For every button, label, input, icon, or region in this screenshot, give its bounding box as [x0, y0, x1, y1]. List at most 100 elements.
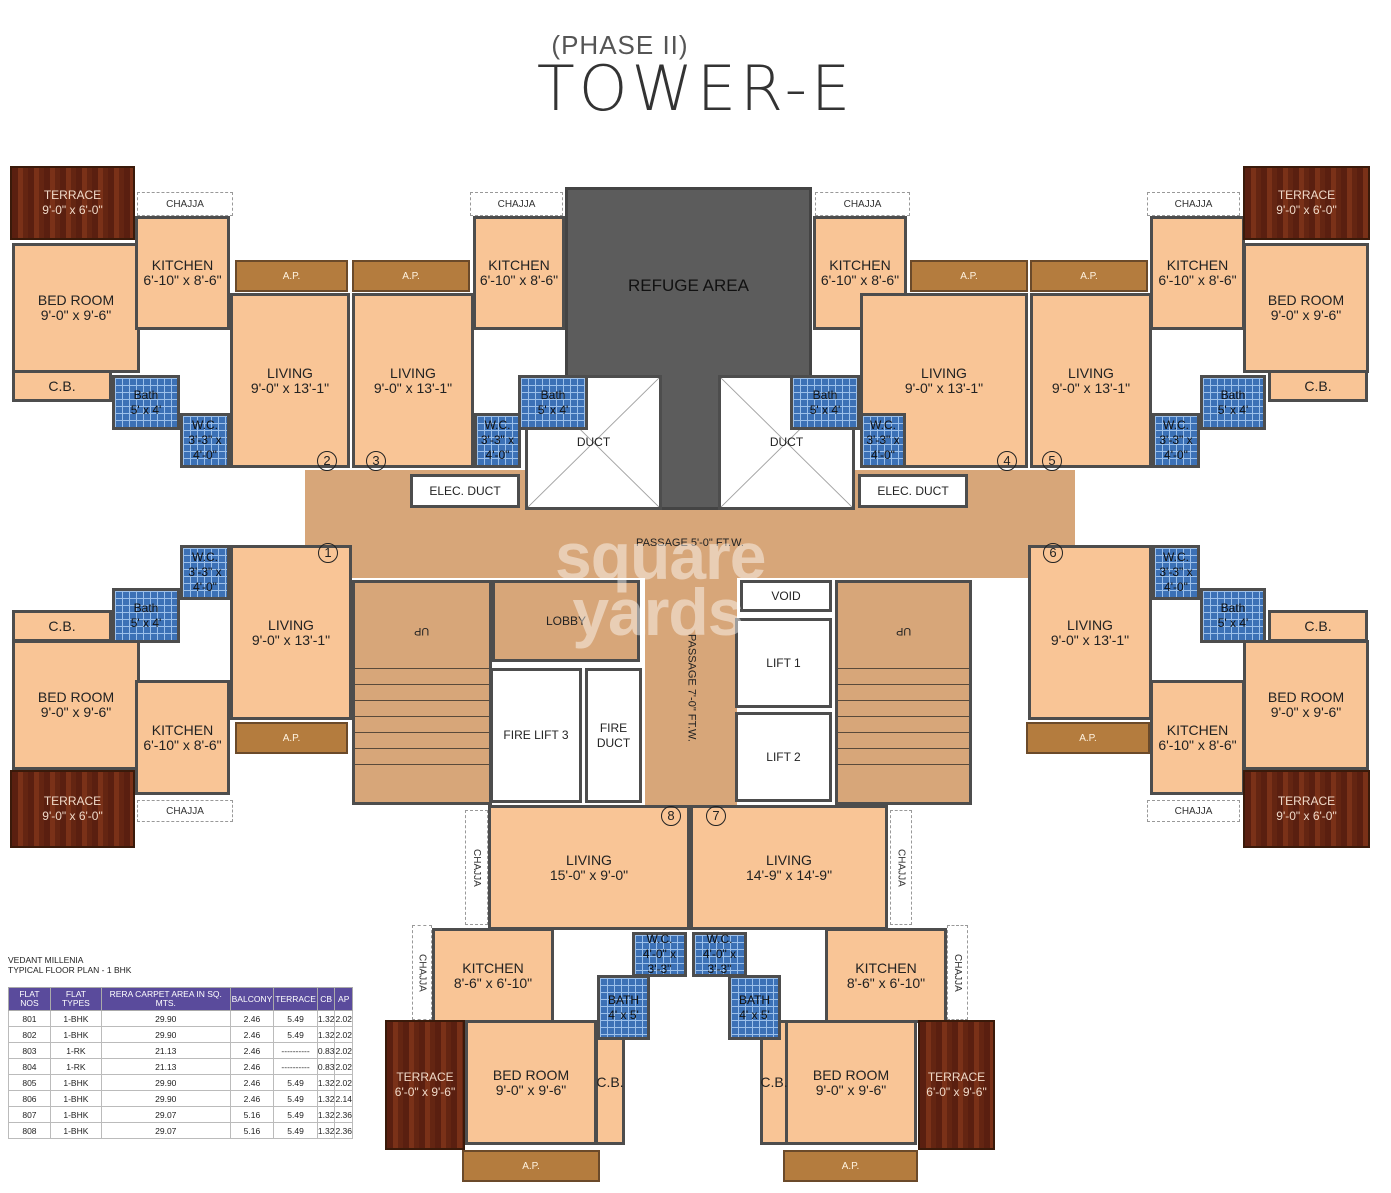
table-cell: 2.46 [229, 1074, 275, 1091]
table-cell: 805 [8, 1074, 51, 1091]
flat-number-4: 4 [997, 451, 1017, 471]
room-dim: 9'-0" x 6'-0" [42, 809, 103, 823]
room-name: Bath [1220, 600, 1246, 615]
room-dim: 9'-0" x 9'-6" [40, 704, 112, 720]
table-cell: 1.32 [316, 1026, 336, 1043]
room-dim: 6'-10" x 8'-6" [820, 272, 900, 288]
room-dim: 4' x 5' [739, 1007, 770, 1022]
watermark: square yards [555, 519, 766, 649]
ap-flat-2: A.P. [235, 260, 348, 292]
room-name: W.C. [870, 418, 896, 432]
table-cell: 807 [8, 1106, 51, 1123]
room-dim: 8'-6" x 6'-10" [846, 974, 926, 991]
cb-flat-7: C.B. [760, 1020, 788, 1145]
room-dim: 9'-0" x 9'-6" [1270, 704, 1342, 720]
room-name: TERRACE [927, 1070, 986, 1084]
table-cell: 5.49 [273, 1122, 318, 1139]
table-cell: 804 [8, 1058, 51, 1075]
wc-flat-2: W.C.3'-3" x 4'-0" [180, 413, 230, 468]
room-name: LIVING [1068, 364, 1114, 381]
cb-flat-2: C.B. [12, 370, 112, 402]
room-dim: 9'-0" x 6'-0" [42, 203, 103, 217]
room-dim: 4'-0" x 3'-3" [642, 947, 677, 976]
flat-number-7: 7 [706, 806, 726, 826]
up-label: UP [414, 625, 430, 637]
room-dim: 5' x 4' [130, 615, 162, 630]
room-dim: 9'-0" x 13'-1" [1050, 631, 1130, 648]
room-name: TERRACE [43, 794, 102, 808]
plan-subtitle: TYPICAL FLOOR PLAN - 1 BHK [8, 965, 132, 975]
room-name: KITCHEN [855, 959, 917, 976]
room-dim: 3'-3" x 4'-0" [866, 433, 900, 462]
room-dim: 9'-0" x 6'-0" [1276, 203, 1337, 217]
room-name: BED ROOM [37, 292, 115, 308]
column-header: BALCONY [229, 987, 275, 1011]
passage-vertical: PASSAGE 7'-0" FT.W. [645, 570, 737, 805]
table-cell: 1-BHK [49, 1090, 102, 1107]
room-dim: 5' x 4' [809, 402, 841, 417]
room-name: LIVING [921, 364, 967, 381]
cb-flat-6: C.B. [1268, 610, 1368, 642]
table-cell: 2.46 [229, 1058, 275, 1075]
chajja-flat-8b: CHAJJA [412, 925, 432, 1020]
room-name: Bath [133, 387, 159, 402]
table-cell: 1-BHK [49, 1074, 102, 1091]
room-name: TERRACE [43, 188, 102, 202]
room-dim: 9'-0" x 9'-6" [815, 1081, 887, 1098]
room-name: Bath [1220, 387, 1246, 402]
table-cell: 2.46 [229, 1026, 275, 1043]
room-dim: 5' x 4' [1217, 402, 1249, 417]
room-name: LIVING [267, 364, 313, 381]
table-cell: 2.36 [334, 1106, 353, 1123]
flat-number-2: 2 [317, 451, 337, 471]
room-name: LIVING [268, 616, 314, 633]
room-dim: 9'-0" x 13'-1" [904, 379, 984, 396]
room-dim: 9'-0" x 13'-1" [1051, 379, 1131, 396]
ap-flat-7: A.P. [783, 1150, 918, 1182]
table-cell: 1-BHK [49, 1122, 102, 1139]
room-dim: 4'-0" x 3'-3" [702, 947, 737, 976]
flat-number-8: 8 [661, 806, 681, 826]
room-dim: 5' x 4' [130, 402, 162, 417]
table-cell: 1-RK [49, 1042, 102, 1059]
wc-flat-3: W.C.3'-3" x 4'-0" [474, 413, 521, 468]
table-cell: 803 [8, 1042, 51, 1059]
table-cell: 29.07 [100, 1106, 231, 1123]
chajja-flat-5: CHAJJA [1147, 192, 1240, 216]
room-name: Bath [540, 387, 566, 402]
room-dim: 6'-0" x 9'-6" [926, 1085, 987, 1099]
table-cell: 1.32 [316, 1010, 336, 1027]
room-dim: 3'-3" x 4'-0" [1159, 565, 1193, 594]
room-name: BED ROOM [492, 1066, 570, 1083]
room-dim: 9'-0" x 9'-6" [1270, 307, 1342, 323]
project-name: VEDANT MILLENIA [8, 955, 84, 965]
table-cell: 2.46 [229, 1010, 275, 1027]
table-cell: 2.02 [334, 1042, 353, 1059]
wc-flat-7: W.C.4'-0" x 3'-3" [692, 932, 747, 977]
cb-flat-1: C.B. [12, 610, 112, 642]
room-name: BED ROOM [812, 1066, 890, 1083]
table-cell: 806 [8, 1090, 51, 1107]
room-name: BATH [738, 992, 771, 1007]
ap-flat-6: A.P. [1026, 722, 1150, 754]
column-header: TERRACE [273, 987, 318, 1011]
